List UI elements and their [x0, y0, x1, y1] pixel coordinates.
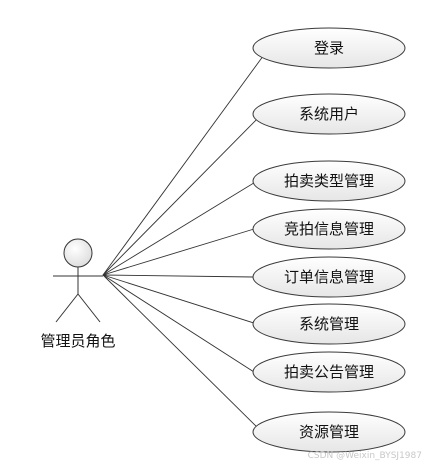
use-case-label: 拍卖类型管理: [284, 172, 374, 190]
use-case-label: 竞拍信息管理: [284, 220, 374, 238]
use-case-ellipse: [252, 411, 406, 453]
use-case-label: 系统用户: [299, 105, 359, 123]
use-case-ellipse: [252, 351, 406, 393]
use-case-ellipse: [252, 160, 406, 202]
actor-head: [63, 238, 93, 268]
use-case-ellipse: [252, 93, 406, 135]
use-case-label: 系统管理: [299, 315, 359, 333]
actor-admin: 管理员角色: [40, 238, 116, 350]
use-case-auction-notice-management: 拍卖公告管理: [252, 351, 406, 393]
use-case-ellipse: [252, 27, 406, 69]
use-case-label: 资源管理: [299, 423, 359, 441]
use-case-system-management: 系统管理: [252, 303, 406, 345]
use-case-label: 订单信息管理: [284, 268, 374, 286]
association-line-system-users: [102, 113, 263, 276]
use-case-bidding-info-management: 竞拍信息管理: [252, 208, 406, 250]
association-line-order-info-management: [102, 274, 254, 278]
association-line-system-management: [102, 274, 258, 325]
actor-name: 管理员角色: [40, 332, 115, 350]
association-line-bidding-info-management: [102, 228, 255, 276]
association-line-auction-type-management: [102, 180, 258, 276]
use-case-label: 登录: [314, 39, 344, 57]
actor-right-leg: [77, 293, 101, 323]
use-case-ellipse: [252, 208, 406, 250]
use-case-ellipse: [252, 256, 406, 298]
association-lines: [102, 47, 270, 433]
association-line-auction-notice-management: [102, 274, 255, 373]
use-case-ellipse: [252, 303, 406, 345]
use-case-label: 拍卖公告管理: [284, 363, 374, 381]
actor-left-leg: [55, 293, 79, 323]
use-case-list: 登录 系统用户 拍卖类型管理 竞拍信息管理 订单信息管理 系统管理 拍卖公告管理: [252, 27, 406, 453]
use-case-login: 登录: [252, 27, 406, 69]
association-line-resource-management: [102, 274, 263, 433]
watermark: CSDN @Weixin_BYSJ1987: [308, 451, 422, 461]
use-case-order-info-management: 订单信息管理: [252, 256, 406, 298]
use-case-resource-management: 资源管理: [252, 411, 406, 453]
use-case-auction-type-management: 拍卖类型管理: [252, 160, 406, 202]
use-case-system-users: 系统用户: [252, 93, 406, 135]
association-line-login: [102, 47, 270, 276]
